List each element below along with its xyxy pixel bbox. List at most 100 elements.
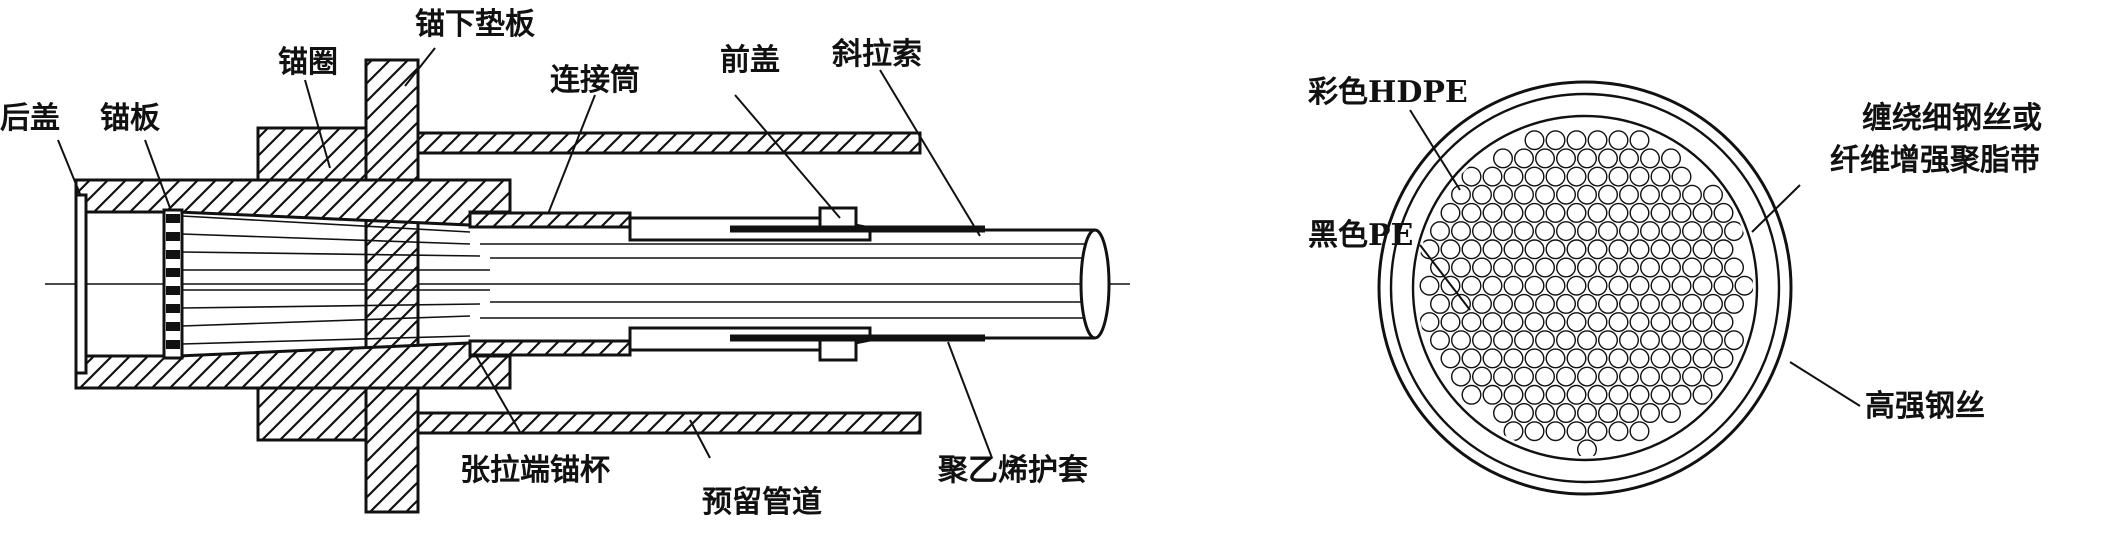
steel-wire [1534, 330, 1555, 351]
tension-anchor-cup [74, 178, 512, 390]
steel-wire [1513, 148, 1534, 169]
steel-wire [1629, 166, 1650, 187]
steel-wire [1650, 166, 1671, 187]
steel-wire [1566, 275, 1587, 296]
steel-wire [1597, 257, 1618, 278]
steel-wire [1639, 330, 1660, 351]
steel-wire [1576, 184, 1597, 205]
steel-wire [1440, 202, 1461, 223]
steel-wire [1555, 366, 1576, 387]
steel-wire [1566, 202, 1587, 223]
steel-wire [1723, 257, 1744, 278]
steel-wire [1660, 184, 1681, 205]
steel-wire [1566, 312, 1587, 333]
steel-wire [1713, 348, 1734, 369]
steel-wire [1608, 348, 1629, 369]
steel-wire [1471, 184, 1492, 205]
stay-cable-wires [181, 215, 1105, 345]
steel-wire [1545, 202, 1566, 223]
steel-wire [1597, 148, 1618, 169]
steel-wire [1702, 257, 1723, 278]
steel-wire [1608, 275, 1629, 296]
steel-wire [1639, 403, 1660, 424]
anchorage-section [45, 47, 1130, 514]
steel-wire [1482, 312, 1503, 333]
cross-section-labels: 彩色HDPE 黑色PE 缠绕细钢丝或 纤维增强聚脂带 高强钢丝 [1308, 75, 2042, 424]
steel-wire [1660, 293, 1681, 314]
steel-wire [1524, 166, 1545, 187]
label-rear-cap: 后盖 [0, 101, 60, 136]
steel-wire [1503, 239, 1524, 260]
steel-wire [1608, 166, 1629, 187]
steel-wire [1545, 312, 1566, 333]
steel-wire [1555, 148, 1576, 169]
steel-wire [1450, 293, 1471, 314]
steel-wire [1608, 202, 1629, 223]
steel-wire [1492, 184, 1513, 205]
steel-wire [1660, 148, 1681, 169]
steel-wire [1492, 366, 1513, 387]
embedded-duct [416, 131, 922, 435]
cable-end [1079, 228, 1111, 340]
steel-wire [1482, 239, 1503, 260]
steel-wire [1534, 257, 1555, 278]
steel-wire [1618, 293, 1639, 314]
steel-wire [1660, 403, 1681, 424]
steel-wire [1618, 403, 1639, 424]
steel-wire [1555, 221, 1576, 242]
steel-wire [1524, 202, 1545, 223]
steel-wire [1513, 366, 1534, 387]
steel-wire [1597, 221, 1618, 242]
steel-wire [1639, 221, 1660, 242]
steel-wire [1566, 130, 1587, 151]
steel-wire [1629, 239, 1650, 260]
steel-wire [1660, 330, 1681, 351]
label-front-cap: 前盖 [720, 43, 780, 78]
steel-wire [1587, 202, 1608, 223]
steel-wire [1702, 293, 1723, 314]
anchorage-labels: 后盖 锚板 锚圈 锚下垫板 连接筒 前盖 斜拉索 张拉端锚杯 预留管道 聚乙烯护… [0, 7, 1088, 520]
steel-wire [1429, 293, 1450, 314]
steel-wire [1429, 330, 1450, 351]
label-stay-cable: 斜拉索 [832, 37, 922, 72]
leader-lines [57, 47, 993, 459]
steel-wire [1618, 257, 1639, 278]
steel-wire [1545, 239, 1566, 260]
steel-wire [1555, 403, 1576, 424]
steel-wire [1534, 366, 1555, 387]
steel-wire [1471, 257, 1492, 278]
steel-wire [1587, 421, 1608, 442]
steel-wire [1660, 221, 1681, 242]
steel-wire [1618, 148, 1639, 169]
steel-wire [1461, 312, 1482, 333]
steel-wire [1576, 293, 1597, 314]
steel-wire [1629, 275, 1650, 296]
steel-wire [1671, 166, 1692, 187]
label-anchor-plate: 锚板 [100, 101, 160, 136]
steel-wire [1576, 366, 1597, 387]
steel-wire [1524, 384, 1545, 405]
steel-wire [1713, 312, 1734, 333]
label-wrap-line1: 缠绕细钢丝或 [1862, 101, 2042, 136]
steel-wire [1692, 348, 1713, 369]
steel-wire [1576, 148, 1597, 169]
steel-wire [1450, 366, 1471, 387]
steel-wire [1681, 366, 1702, 387]
steel-wire [1629, 348, 1650, 369]
steel-wire [1597, 366, 1618, 387]
anchor-plate [162, 208, 184, 360]
steel-wire [1639, 148, 1660, 169]
steel-wire [1450, 221, 1471, 242]
steel-wire [1513, 184, 1534, 205]
steel-wire [1576, 330, 1597, 351]
steel-wire [1723, 293, 1744, 314]
steel-wire [1618, 330, 1639, 351]
steel-wire [1524, 348, 1545, 369]
steel-wire [1566, 421, 1587, 442]
steel-wire [1545, 348, 1566, 369]
steel-wire [1608, 130, 1629, 151]
steel-wire [1429, 257, 1450, 278]
inner-pe-layer [1389, 92, 1781, 484]
label-high-strength-wire: 高强钢丝 [1865, 389, 1985, 424]
steel-wire [1482, 202, 1503, 223]
